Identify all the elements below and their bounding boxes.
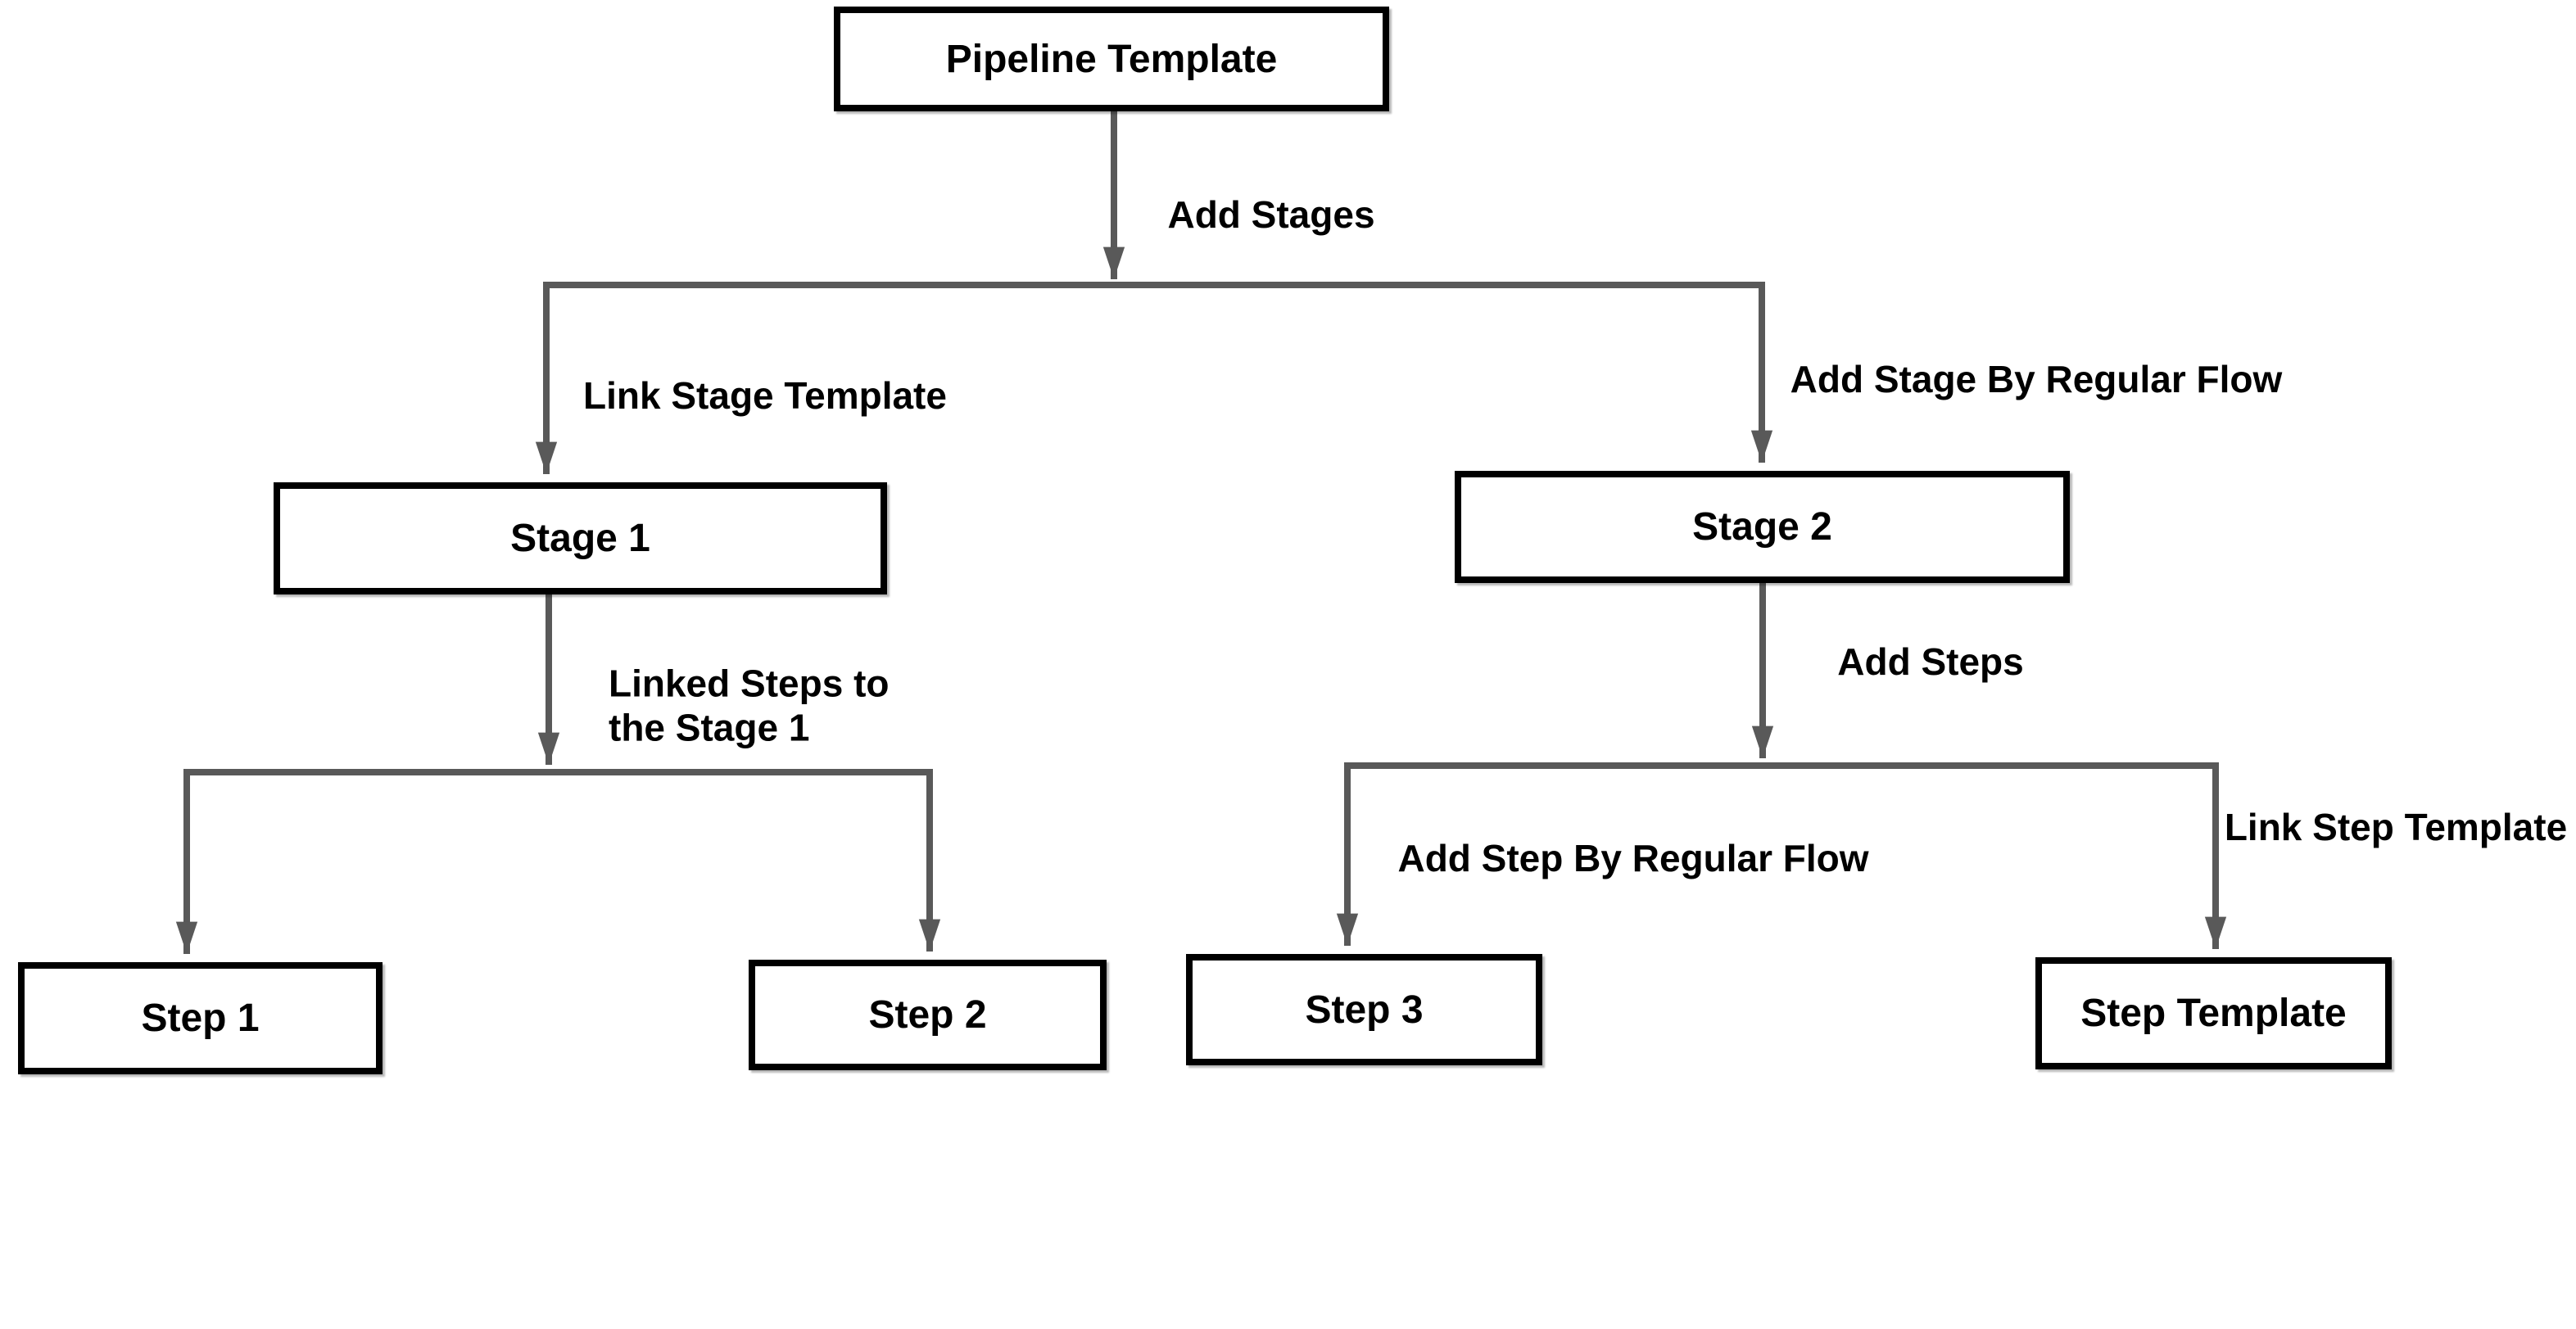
edge-label-add-stage-by-regular-flow: Add Stage By Regular Flow: [1790, 357, 2283, 400]
node-stage-2: Stage 2: [1455, 471, 2070, 583]
edge-label-linked-steps-to-stage-1: Linked Steps to the Stage 1: [609, 662, 890, 749]
node-step-template-label: Step Template: [2080, 992, 2347, 1035]
node-step-2: Step 2: [749, 960, 1107, 1070]
node-stage-1-label: Stage 1: [510, 517, 650, 560]
edge-label-add-step-by-regular-flow: Add Step By Regular Flow: [1397, 836, 1869, 879]
node-stage-1: Stage 1: [274, 482, 887, 594]
node-stage-2-label: Stage 2: [1692, 505, 1832, 549]
node-step-3-label: Step 3: [1305, 988, 1424, 1032]
node-pipeline-template: Pipeline Template: [834, 7, 1389, 111]
node-step-1: Step 1: [18, 962, 383, 1074]
node-step-1-label: Step 1: [141, 997, 260, 1040]
edge-label-add-stages: Add Stages: [1167, 192, 1375, 236]
node-step-2-label: Step 2: [868, 993, 987, 1037]
node-step-3: Step 3: [1186, 954, 1542, 1065]
edge-label-link-step-template: Link Step Template: [2224, 805, 2568, 848]
node-step-template: Step Template: [2035, 957, 2392, 1069]
edge-label-link-stage-template: Link Stage Template: [583, 373, 947, 417]
edge-label-add-steps: Add Steps: [1837, 640, 2024, 683]
node-pipeline-template-label: Pipeline Template: [945, 37, 1278, 81]
